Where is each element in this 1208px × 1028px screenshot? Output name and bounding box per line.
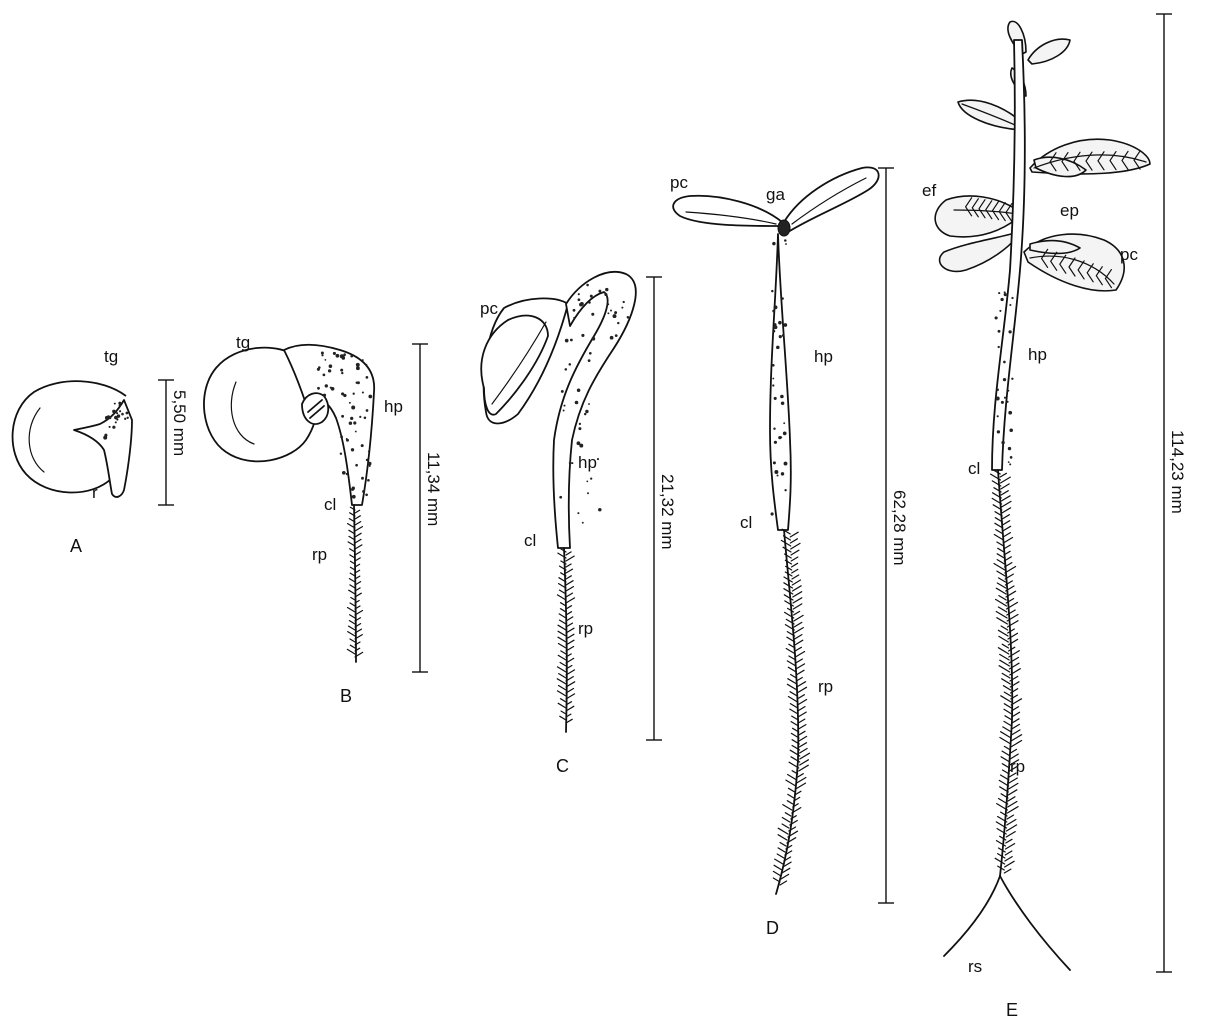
seedling-stage-d: pc ga hp cl rp 62,28 mm D <box>670 167 909 938</box>
root-drawing-e <box>944 470 1070 970</box>
label-d-ga: ga <box>766 185 785 204</box>
label-e-hp: hp <box>1028 345 1047 364</box>
measurement-b: 11,34 mm <box>424 452 443 526</box>
label-d-hp: hp <box>814 347 833 366</box>
measurement-e: 114,23 mm <box>1168 430 1187 514</box>
label-c-rp: rp <box>578 619 593 638</box>
label-b-rp: rp <box>312 545 327 564</box>
label-e-cl: cl <box>968 459 980 478</box>
root-drawing-d <box>773 529 809 894</box>
label-c-cl: cl <box>524 531 536 550</box>
label-e-rp: rp <box>1010 757 1025 776</box>
label-e-rs: rs <box>968 957 982 976</box>
stage-letter-e: E <box>1006 1000 1018 1020</box>
label-d-pc: pc <box>670 173 688 192</box>
seedling-stage-c: pc hp cl rp 21,32 mm C <box>480 272 677 776</box>
label-b-cl: cl <box>324 495 336 514</box>
seedling-stage-a: tg r 5,50 mm A <box>13 347 189 556</box>
root-drawing-c <box>557 548 574 732</box>
label-d-cl: cl <box>740 513 752 532</box>
label-a-r: r <box>92 483 98 502</box>
label-c-hp: hp <box>578 453 597 472</box>
measurement-a: 5,50 mm <box>170 390 189 456</box>
stage-letter-a: A <box>70 536 82 556</box>
seedling-stage-b: tg hp cl rp 11,34 mm B <box>204 333 443 706</box>
measurement-c: 21,32 mm <box>658 474 677 550</box>
seed-drawing-a <box>13 381 132 497</box>
leaves-e <box>935 21 1150 290</box>
seed-drawing-b <box>204 345 374 505</box>
stage-letter-d: D <box>766 918 779 938</box>
hypocotyl-d <box>770 234 791 530</box>
measurement-d: 62,28 mm <box>890 490 909 566</box>
label-d-rp: rp <box>818 677 833 696</box>
label-b-tg: tg <box>236 333 250 352</box>
root-drawing-b <box>347 505 362 662</box>
label-e-ep: ep <box>1060 201 1079 220</box>
stage-letter-c: C <box>556 756 569 776</box>
seedling-stage-e: ef ep pc hp cl rp rs 114,23 mm E <box>922 14 1187 1020</box>
label-e-pc: pc <box>1120 245 1138 264</box>
label-c-pc: pc <box>480 299 498 318</box>
label-a-tg: tg <box>104 347 118 366</box>
label-e-ef: ef <box>922 181 936 200</box>
stage-letter-b: B <box>340 686 352 706</box>
label-b-hp: hp <box>384 397 403 416</box>
